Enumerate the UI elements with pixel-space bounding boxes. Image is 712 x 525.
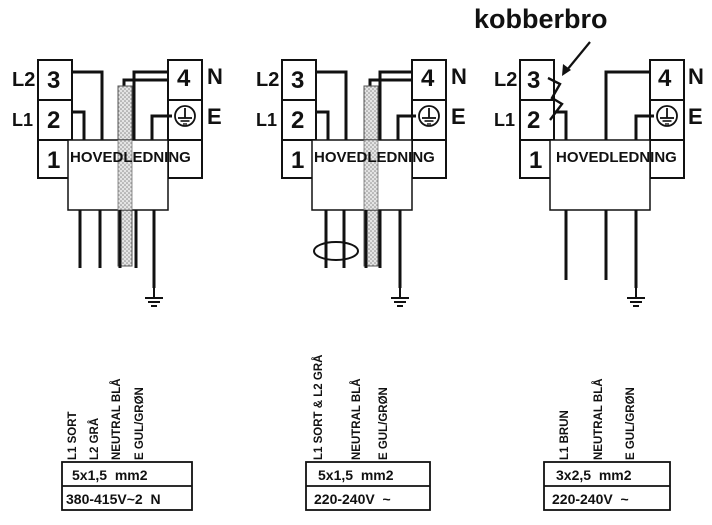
wire-l1 [72, 110, 86, 146]
terminal-3-label: 3 [527, 67, 540, 94]
l2-label: L2 [12, 69, 35, 91]
l1-label: L1 [256, 110, 277, 130]
wire-label-2: NEUTRAL BLÅ [592, 378, 605, 460]
earth-terminal-icon [656, 105, 678, 127]
terminal-block-left [519, 59, 555, 179]
bridge-loop-icon [313, 241, 359, 261]
cable-spec: 5x1,5 mm2 [318, 467, 394, 483]
callout-arrow-shaft [566, 41, 591, 71]
diagram-3: 3 2 1 L2 L1 4 N E HOVEDLEDNING L1 BRUN N… [494, 59, 704, 511]
terminal-4-label: 4 [658, 65, 672, 92]
terminal-1-label: 1 [47, 147, 60, 174]
terminal-block-left [281, 59, 317, 179]
supply-voltage: 220-240V ~ [552, 491, 629, 507]
e-label: E [688, 104, 703, 129]
terminal-1-label: 1 [529, 147, 542, 174]
l1-label: L1 [494, 110, 515, 130]
callout-kobberbro: kobberbro [474, 4, 608, 34]
wire-e [150, 114, 172, 146]
e-label: E [451, 104, 466, 129]
ground-icon [626, 287, 646, 307]
n-label: N [688, 64, 704, 89]
wire-label-4: E GUL/GRØN [134, 387, 146, 460]
terminal-4-label: 4 [421, 65, 435, 92]
main-connection-block [549, 139, 651, 211]
ground-icon [390, 287, 410, 307]
main-connection-block [311, 139, 413, 211]
copper-bridge [547, 76, 564, 121]
wire-l2 [72, 70, 104, 146]
terminal-2-label: 2 [527, 107, 540, 134]
terminal-4-label: 4 [177, 65, 191, 92]
wire-label-2: L2 GRÅ [88, 418, 101, 460]
wire-label-3: E GUL/GRØN [625, 387, 637, 460]
l2-label: L2 [256, 69, 279, 91]
wire-label-1: L1 SORT & L2 GRÅ [312, 355, 325, 460]
l2-label: L2 [494, 69, 517, 91]
earth-terminal-icon [174, 105, 196, 127]
n-label: N [451, 64, 467, 89]
cable-spec: 3x2,5 mm2 [556, 467, 632, 483]
n-label: N [207, 64, 223, 89]
diagram-2: 3 2 1 L2 L1 4 N E HOVEDLEDNING L1 SORT &… [256, 59, 467, 511]
wire-label-3: E GUL/GRØN [378, 387, 390, 460]
wire-label-2: NEUTRAL BLÅ [350, 378, 363, 460]
terminal-3-label: 3 [47, 67, 60, 94]
callout-arrowhead [562, 64, 571, 76]
block-label: HOVEDLEDNING [556, 149, 677, 166]
wire-label-1: L1 SORT [67, 411, 79, 460]
wire-label-1: L1 BRUN [559, 410, 571, 460]
ground-icon [144, 287, 164, 307]
supply-voltage: 380-415V~2 N [66, 491, 161, 507]
e-label: E [207, 104, 222, 129]
terminal-2-label: 2 [291, 107, 304, 134]
earth-terminal-icon [418, 105, 440, 127]
wire-label-3: NEUTRAL BLÅ [110, 378, 123, 460]
block-label: HOVEDLEDNING [70, 149, 191, 166]
wire-n [132, 70, 168, 146]
supply-voltage: 220-240V ~ [314, 491, 391, 507]
cable-spec: 5x1,5 mm2 [72, 467, 148, 483]
terminal-1-label: 1 [291, 147, 304, 174]
terminal-2-label: 2 [47, 107, 60, 134]
terminal-block-left [37, 59, 73, 179]
terminal-3-label: 3 [291, 67, 304, 94]
block-label: HOVEDLEDNING [314, 149, 435, 166]
diagram-1: 3 2 1 L2 L1 4 N E HOVEDLEDNING L1 SORT [12, 59, 223, 511]
l1-label: L1 [12, 110, 33, 130]
